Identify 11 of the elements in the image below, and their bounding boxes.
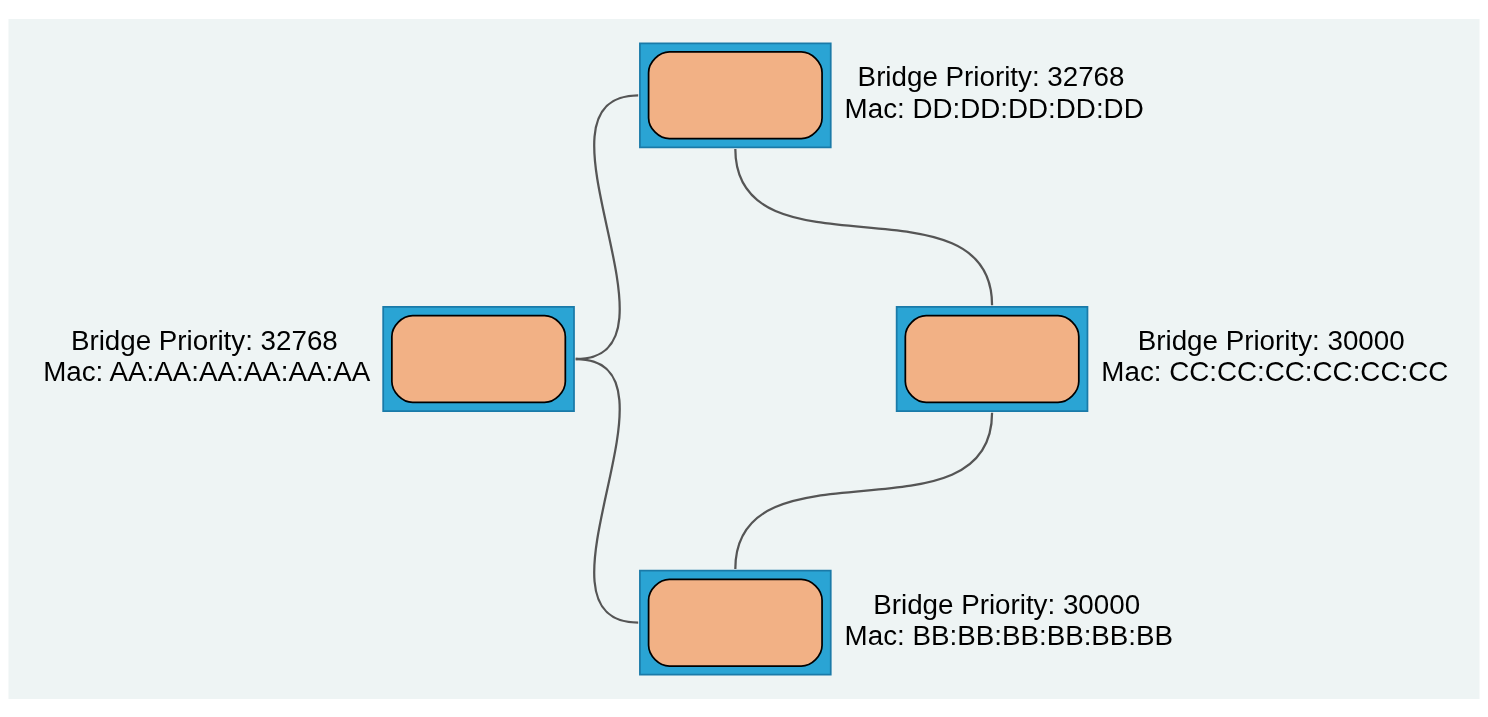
node-label: Bridge Priority: 32768 [70, 324, 338, 356]
connector [734, 412, 994, 569]
node-label: Bridge Priority: 30000 [1137, 324, 1405, 356]
node-label: Mac: AA:AA:AA:AA:AA:AA [43, 355, 371, 387]
node-label: Mac: BB:BB:BB:BB:BB:BB [844, 619, 1174, 651]
connector [575, 357, 639, 624]
node-label: Bridge Priority: 30000 [873, 588, 1141, 620]
node-label: Mac: DD:DD:DD:DD:DD [844, 92, 1144, 124]
node-label: Mac: CC:CC:CC:CC:CC:CC [1101, 355, 1449, 387]
connector [734, 148, 994, 305]
node-label: Bridge Priority: 32768 [857, 60, 1125, 92]
